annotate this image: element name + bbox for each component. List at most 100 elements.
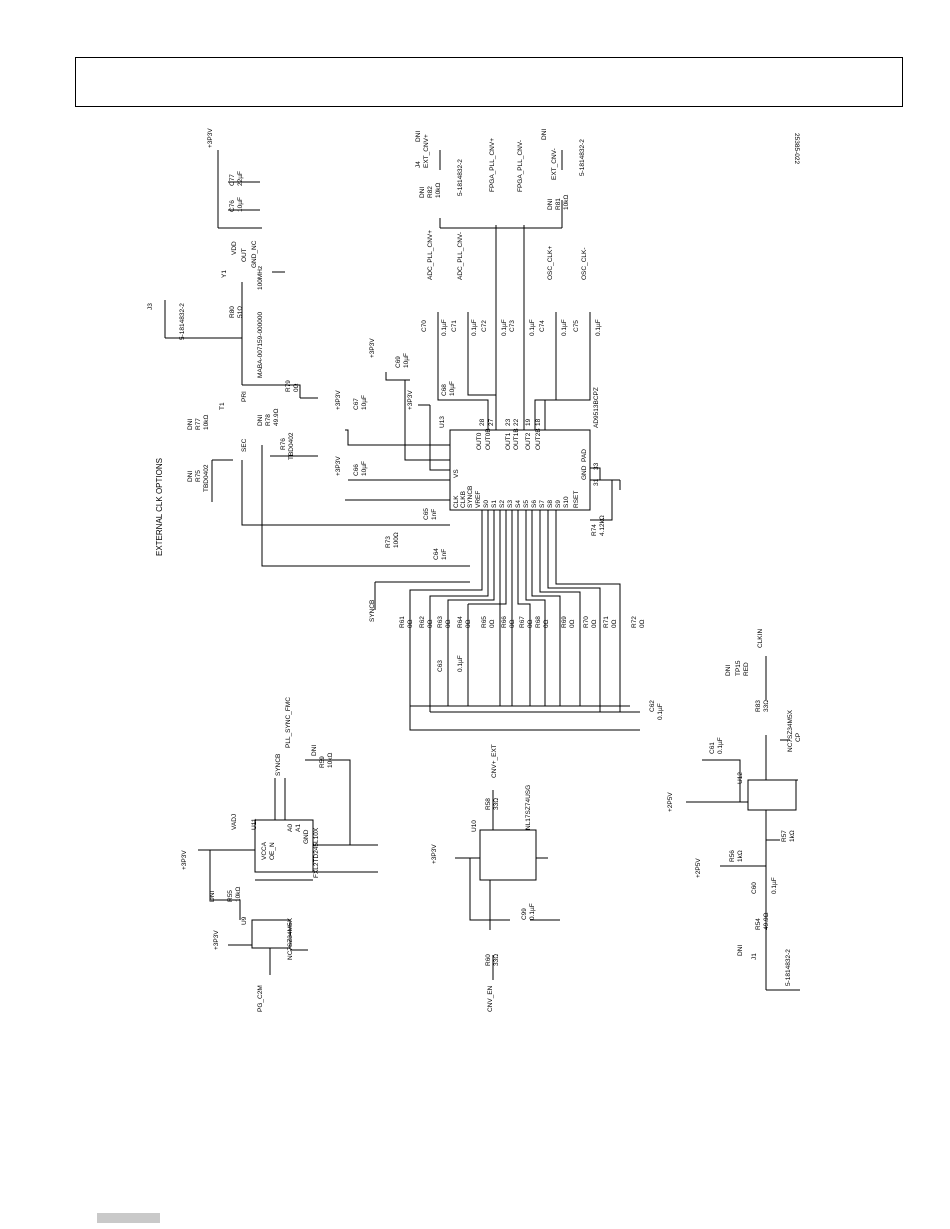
osc-pin: OUT [241, 248, 248, 262]
t1-pri: PRI [241, 391, 248, 402]
tp-dni: DNI [725, 665, 732, 676]
cap-value: 10µF [361, 395, 368, 410]
u13-pin: VREF [475, 491, 482, 508]
res-ref: R72 [631, 616, 638, 628]
res-dni: DNI [419, 187, 426, 198]
conn-part: 5-1814832-2 [579, 139, 586, 176]
conn-ref: J3 [147, 303, 154, 310]
res-ref: R74 [591, 524, 598, 536]
rail-label: +3P3V [369, 338, 376, 358]
u13-ref: U13 [439, 416, 446, 428]
cap-ref: C67 [353, 398, 360, 410]
cap-value: 0.1µF [501, 319, 508, 336]
footer-bar [97, 1213, 160, 1223]
tp-color: RED [743, 662, 750, 676]
net-label: OSC_CLK- [581, 247, 588, 280]
cap-value: 0.1µF [457, 655, 464, 672]
res-dni: DNI [257, 415, 264, 426]
u13-pin: S8 [547, 500, 554, 508]
cap-ref: C72 [481, 320, 488, 332]
u13-pin-num: 28 [479, 418, 486, 426]
rail-label: +3P3V [207, 128, 214, 148]
osc-part: 100MHz [257, 266, 264, 290]
cap-value: 0.1µF [441, 319, 448, 336]
u13-pin: OUT1B [513, 428, 520, 450]
u10-ref: U10 [471, 820, 478, 832]
title-block [75, 57, 903, 107]
rail-label: +3P3V [335, 390, 342, 410]
t1-ref: T1 [219, 402, 226, 410]
cap-value: 0.1µF [657, 703, 664, 720]
res-ref: R77 [195, 418, 202, 430]
u13-pin: S1 [491, 500, 498, 508]
u13-pin: GND [581, 465, 588, 480]
rail-label: +3P3V [213, 930, 220, 950]
syncb-label: SYNCB [369, 600, 376, 622]
cap-ref: C65 [423, 508, 430, 520]
u13-pin: CLK [453, 495, 460, 508]
cap-ref: C63 [437, 660, 444, 672]
u13-pin-num: 22 [513, 418, 520, 426]
conn-ref: J4 [415, 161, 422, 168]
cap-ref: C68 [441, 384, 448, 396]
res-value: 0Ω [527, 619, 534, 628]
res-ref: R55 [227, 890, 234, 902]
cap-ref: C70 [421, 320, 428, 332]
conn-net: EXT_CNV+ [423, 134, 430, 168]
cap-ref: C69 [395, 356, 402, 368]
cap-value: 0.1µF [595, 319, 602, 336]
res-ref: R76 [280, 438, 287, 450]
u13-pin-num: 23 [505, 418, 512, 426]
cap-value: 22µF [237, 171, 244, 186]
osc-pin: GND_NC [251, 240, 258, 268]
section-title: EXTERNAL CLK OPTIONS [155, 458, 164, 556]
res-ref: R75 [195, 470, 202, 482]
res-value: TBD0402 [203, 464, 210, 492]
cap-ref: C62 [649, 700, 656, 712]
u13-pin: SYNCB [467, 486, 474, 508]
u13-pin: S5 [523, 500, 530, 508]
res-value: 1kΩ [737, 850, 744, 862]
cap-value: 10µF [237, 197, 244, 212]
u13-pin-num: 27 [488, 418, 495, 426]
res-ref: R59 [319, 756, 326, 768]
cap-ref: C73 [509, 320, 516, 332]
cap-ref: C74 [539, 320, 546, 332]
res-ref: R64 [457, 616, 464, 628]
conn-dni: DNI [415, 131, 422, 142]
res-ref: R81 [555, 198, 562, 210]
conn-ref: J1 [751, 953, 758, 960]
cap-value: 1nF [441, 549, 448, 560]
cap-ref: C64 [433, 548, 440, 560]
net-label: ADC_PLL_CNV- [457, 232, 464, 280]
res-value: 10kΩ [235, 887, 242, 902]
cap-ref: C77 [229, 174, 236, 186]
cap-value: 0.1µF [529, 903, 536, 920]
u13-pin: S6 [531, 500, 538, 508]
net-label: SYNCB [275, 754, 282, 776]
res-value: 0Ω [407, 619, 414, 628]
u13-part: AD9513BCPZ [593, 387, 600, 428]
res-value: 0Ω [611, 619, 618, 628]
u13-pin: PAD [581, 449, 588, 462]
cap-value: 10µF [449, 381, 456, 396]
net-label: PLL_SYNC_FMC [285, 697, 292, 748]
res-value: 0Ω [591, 619, 598, 628]
cap-value: 0.1µF [771, 877, 778, 894]
cap-ref: C66 [353, 464, 360, 476]
tp-ref: TP15 [735, 660, 742, 676]
rail-label: +3P3V [407, 390, 414, 410]
u13-pin: S7 [539, 500, 546, 508]
res-ref: R78 [265, 414, 272, 426]
u13-pin: S0 [483, 500, 490, 508]
res-ref: R63 [437, 616, 444, 628]
res-dni: DNI [209, 891, 216, 902]
figure-id: 25385-022 [793, 133, 800, 164]
res-ref: R80 [229, 306, 236, 318]
res-value: 51Ω [237, 306, 244, 318]
osc-pin: VDD [231, 241, 238, 255]
osc-ref: Y1 [221, 270, 228, 278]
net-label: CLKIN [757, 629, 764, 648]
u13-pin-num: 33 [593, 462, 600, 470]
res-value: 4.12kΩ [599, 515, 606, 536]
